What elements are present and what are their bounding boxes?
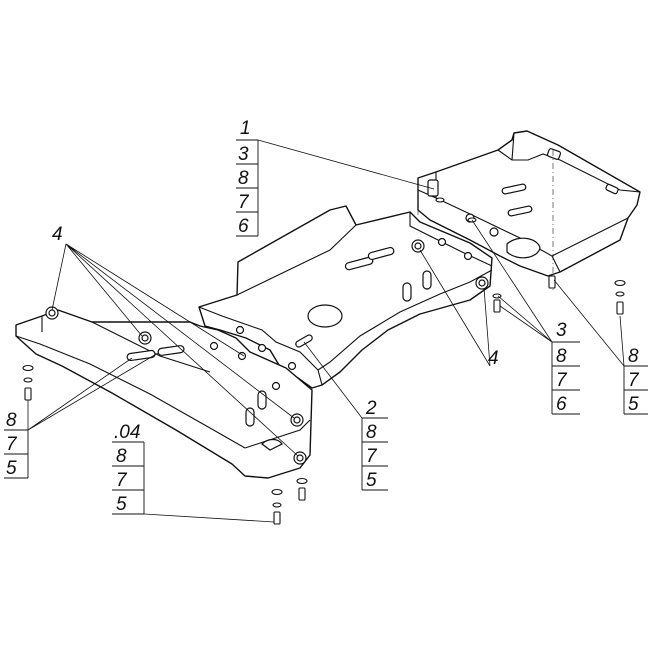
bolt-icon [296,477,308,501]
callout-label: 5 [366,470,377,491]
bolt-icon [614,279,626,315]
callout-label: 5 [116,494,127,515]
callout-group-top-left: 1 3 8 7 6 [236,118,435,237]
callout-label: 8 [366,422,377,443]
callout-label: 3 [238,144,249,165]
callout-4-right: 4 [419,249,499,369]
callout-label: 4 [52,224,63,245]
callout-group-04: .04 8 7 5 [112,422,275,523]
bolt-icon [22,364,34,401]
callout-4-left: 4 [51,224,299,457]
callout-group-left: 8 7 5 [4,352,159,479]
callout-label: 7 [628,370,640,391]
callout-label: 8 [6,410,17,431]
right-skid-plate [417,130,641,290]
callout-label: 6 [238,216,249,237]
callout-label: 7 [366,446,378,467]
bolt-icon [548,275,556,289]
callout-label: 6 [556,394,567,415]
callout-label: 8 [116,446,127,467]
callout-label: .04 [114,422,140,443]
callout-label: 8 [628,346,639,367]
callout-group-right-3: 3 8 7 6 [471,219,580,415]
bolt-icon [435,197,477,223]
callout-group-far-right: 8 7 5 [553,279,648,415]
callout-label: 8 [556,346,567,367]
bolt-icon [271,488,283,525]
callout-label: 1 [240,118,251,139]
callout-label: 4 [488,348,499,369]
bolt-icon [492,293,502,313]
callout-label: 7 [238,192,250,213]
callout-label: 5 [6,458,17,479]
callout-label: 7 [116,470,128,491]
callout-label: 2 [365,398,377,419]
callout-label: 8 [238,168,249,189]
callout-label: 5 [628,394,639,415]
callout-label: 7 [6,434,18,455]
callout-group-2: 2 8 7 5 [303,341,388,491]
middle-skid-plate [198,205,493,389]
callout-label: 7 [556,370,568,391]
callout-label: 3 [556,320,567,341]
